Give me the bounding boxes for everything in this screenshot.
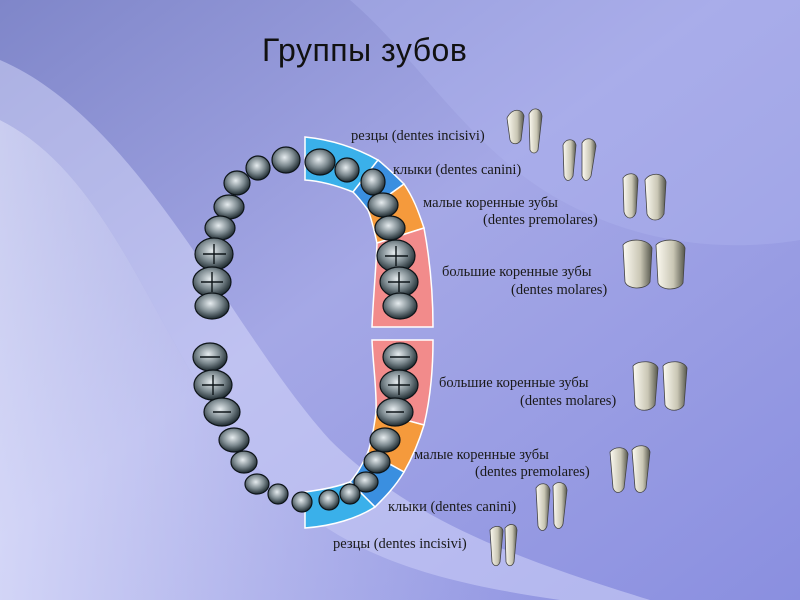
label-upper-molars-lat: (dentes molares) — [511, 282, 608, 298]
tooth-illustration-lower-molars — [632, 361, 688, 411]
upper-arch-teeth — [192, 146, 419, 320]
label-upper-premolars-lat: (dentes premolares) — [483, 212, 598, 228]
label-upper-incisors: резцы (dentes incisivi) — [351, 128, 485, 144]
tooth-illustration-upper-canines — [562, 138, 597, 181]
tooth-illustration-upper-molars — [622, 239, 686, 290]
label-upper-molars-ru: большие коренные зубы — [442, 264, 592, 280]
tooth-illustration-upper-incisors — [506, 108, 543, 154]
tooth-illustration-lower-premolars — [609, 445, 651, 493]
page-title: Группы зубов — [262, 32, 468, 68]
lower-arch-teeth — [192, 342, 419, 513]
tooth-illustration-lower-incisors — [489, 524, 518, 567]
label-lower-incisors: резцы (dentes incisivi) — [333, 536, 467, 552]
label-upper-premolars-ru: малые коренные зубы — [423, 195, 558, 211]
label-lower-canines: клыки (dentes canini) — [388, 499, 517, 515]
tooth-illustration-upper-premolars — [622, 173, 667, 221]
label-lower-premolars-ru: малые коренные зубы — [414, 447, 549, 463]
label-lower-molars-lat: (dentes molares) — [520, 393, 617, 409]
label-lower-molars-ru: большие коренные зубы — [439, 375, 589, 391]
fissure-marks — [200, 244, 410, 413]
label-lower-premolars-lat: (dentes premolares) — [475, 464, 590, 480]
tooth-illustration-lower-canines — [535, 482, 568, 531]
label-upper-canines: клыки (dentes canini) — [393, 162, 522, 178]
